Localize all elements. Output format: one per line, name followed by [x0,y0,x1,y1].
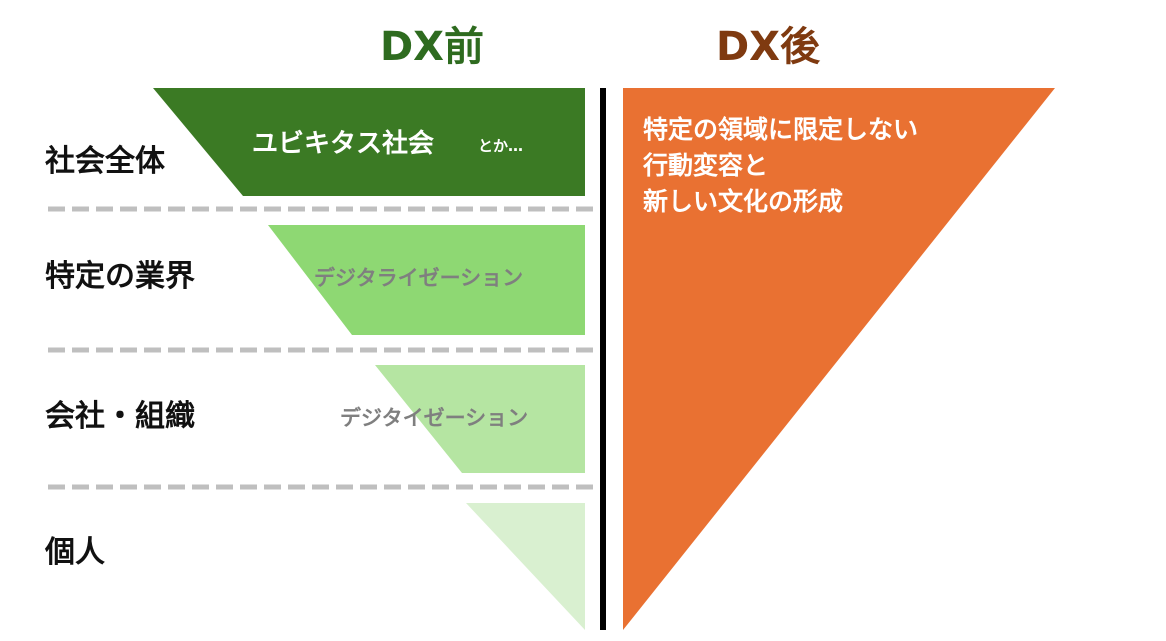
header-dx-before: DX前 [380,24,484,70]
after-text-line-1: 特定の領域に限定しない [643,115,918,144]
row-label-society: 社会全体 [45,144,166,179]
header-dx-after: DX後 [716,24,821,70]
tier-company-text: デジタイゼーション [340,406,528,430]
dx-after-shape [623,88,1055,630]
row-label-industry: 特定の業界 [45,259,195,294]
tier-society-shape [153,88,585,196]
after-text-line-2: 行動変容と [642,151,768,180]
tier-individual-shape [466,503,585,630]
tier-industry-text: デジタライゼーション [314,266,523,290]
row-label-company: 会社・組織 [45,399,195,434]
tier-society-suffix: とか… [478,137,523,155]
row-label-individual: 個人 [44,535,105,570]
after-text-line-3: 新しい文化の形成 [643,187,843,216]
tier-industry-shape [268,225,585,335]
tier-company-shape [375,365,585,473]
tier-society-text: ユビキタス社会 [252,128,434,159]
